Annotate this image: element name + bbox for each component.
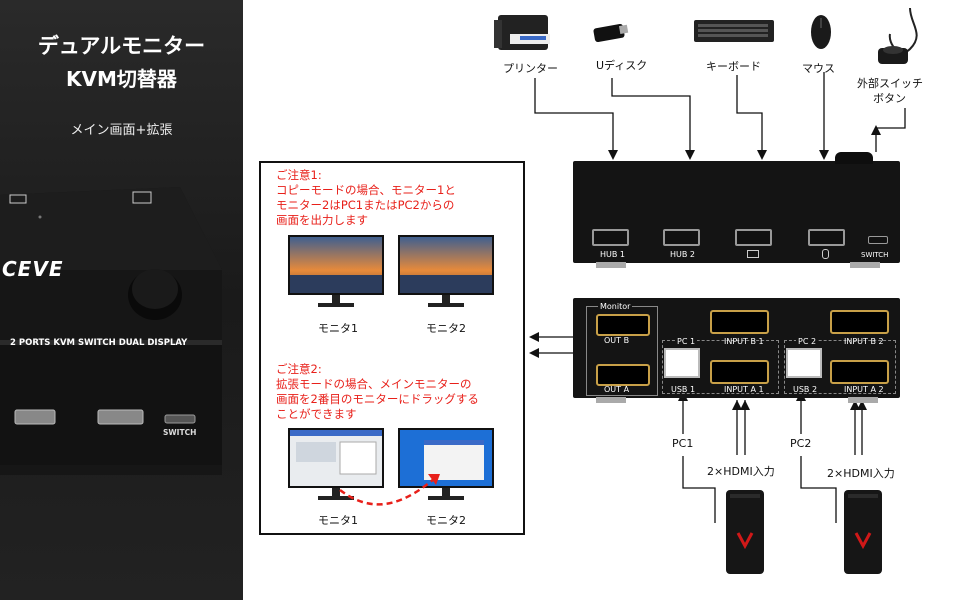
external-button-label-2: ボタン: [873, 92, 906, 105]
usb-drive-icon: [593, 23, 629, 43]
pc1-hdmi-label: 2×HDMI入力: [707, 465, 775, 478]
out-b-port: [596, 314, 650, 336]
kvm-front-panel: [573, 161, 900, 263]
hub2-label: HUB 2: [670, 250, 695, 259]
mouse-port: [808, 229, 845, 246]
monitor2-copy-image: [398, 235, 494, 307]
input-a2-label: INPUT A 2: [844, 385, 884, 394]
input-b1-port: [710, 310, 769, 334]
front-foot-left: [596, 262, 626, 268]
pc2-hdmi-label: 2×HDMI入力: [827, 467, 895, 480]
input-a2-port: [830, 360, 889, 384]
out-b-label: OUT B: [604, 336, 630, 345]
usb2-port: [786, 348, 822, 378]
pc2-tower-icon: [844, 490, 882, 574]
kvm-device-photo: [0, 187, 222, 475]
pc1-port-group: [662, 340, 779, 394]
out-a-label: OUT A: [604, 385, 630, 394]
monitor2-extend-image: [398, 428, 494, 500]
input-b1-label: INPUT B 1: [724, 337, 764, 346]
note2-title: ご注意2:: [276, 362, 322, 376]
out-a-port: [596, 364, 650, 386]
rear-foot-left: [596, 397, 626, 403]
keyboard-port: [735, 229, 772, 246]
device-switch-label: SWITCH: [163, 428, 197, 437]
hub2-port: [663, 229, 700, 246]
monitor1-extend-label: モニタ1: [318, 514, 358, 527]
note2-line1: 拡張モードの場合、メインモニターの: [276, 377, 472, 391]
product-subtitle: KVM切替器: [66, 67, 177, 91]
note1-line2: モニター2はPC1またはPC2からの: [276, 198, 455, 212]
hub1-port: [592, 229, 629, 246]
external-switch-button-icon: [878, 7, 918, 64]
device-model-label: 2 PORTS KVM SWITCH DUAL DISPLAY: [10, 338, 188, 348]
usb2-label: USB 2: [793, 385, 818, 394]
usb1-port: [664, 348, 700, 378]
keyboard-port-icon: [747, 250, 759, 258]
pc2-label: PC2: [790, 437, 812, 450]
drag-arrow-icon: [339, 474, 440, 506]
note1-title: ご注意1:: [276, 168, 322, 182]
front-foot-right: [850, 262, 880, 268]
device-logo: CEVE: [2, 257, 64, 281]
monitor-label: Monitor: [598, 302, 633, 311]
monitor2-copy-label: モニタ2: [426, 322, 466, 335]
note1-line3: 画面を出力します: [276, 213, 368, 227]
hub1-label: HUB 1: [600, 250, 625, 259]
rear-foot-right: [848, 397, 878, 403]
udisk-label: Uディスク: [596, 59, 648, 72]
mouse-port-icon: [822, 249, 829, 259]
printer-label: プリンター: [503, 62, 558, 75]
switch-port: [868, 236, 888, 244]
pc1-group-label: PC 1: [675, 337, 698, 346]
mode-caption: メイン画面+拡張: [70, 123, 173, 138]
product-title: デュアルモニター: [37, 34, 206, 58]
input-b2-label: INPUT B 2: [844, 337, 884, 346]
pc1-label: PC1: [672, 437, 694, 450]
usb1-label: USB 1: [671, 385, 696, 394]
left-panel: デュアルモニター KVM切替器 メイン画面+拡張 CEVE 2 PORTS KV…: [0, 0, 243, 600]
mouse-label: マウス: [802, 62, 835, 75]
monitor1-copy-label: モニタ1: [318, 322, 358, 335]
printer-icon: [494, 15, 550, 50]
monitor2-extend-label: モニタ2: [426, 514, 466, 527]
note2-line3: ことができます: [276, 407, 357, 421]
note2-line2: 画面を2番目のモニターにドラッグする: [276, 392, 479, 406]
pc2-port-group: [784, 340, 896, 394]
pc1-tower-icon: [726, 490, 764, 574]
input-a1-label: INPUT A 1: [724, 385, 764, 394]
keyboard-label: キーボード: [706, 60, 761, 73]
monitor1-extend-image: [288, 428, 384, 500]
monitor1-copy-image: [288, 235, 384, 307]
external-button-label-1: 外部スイッチ: [857, 77, 923, 90]
front-switch-label: SWITCH: [861, 251, 889, 259]
note1-line1: コピーモードの場合、モニター1と: [276, 183, 456, 197]
pc2-group-label: PC 2: [796, 337, 819, 346]
input-b2-port: [830, 310, 889, 334]
front-knob: [835, 152, 873, 164]
mouse-icon: [811, 15, 831, 49]
keyboard-icon: [694, 20, 774, 42]
input-a1-port: [710, 360, 769, 384]
